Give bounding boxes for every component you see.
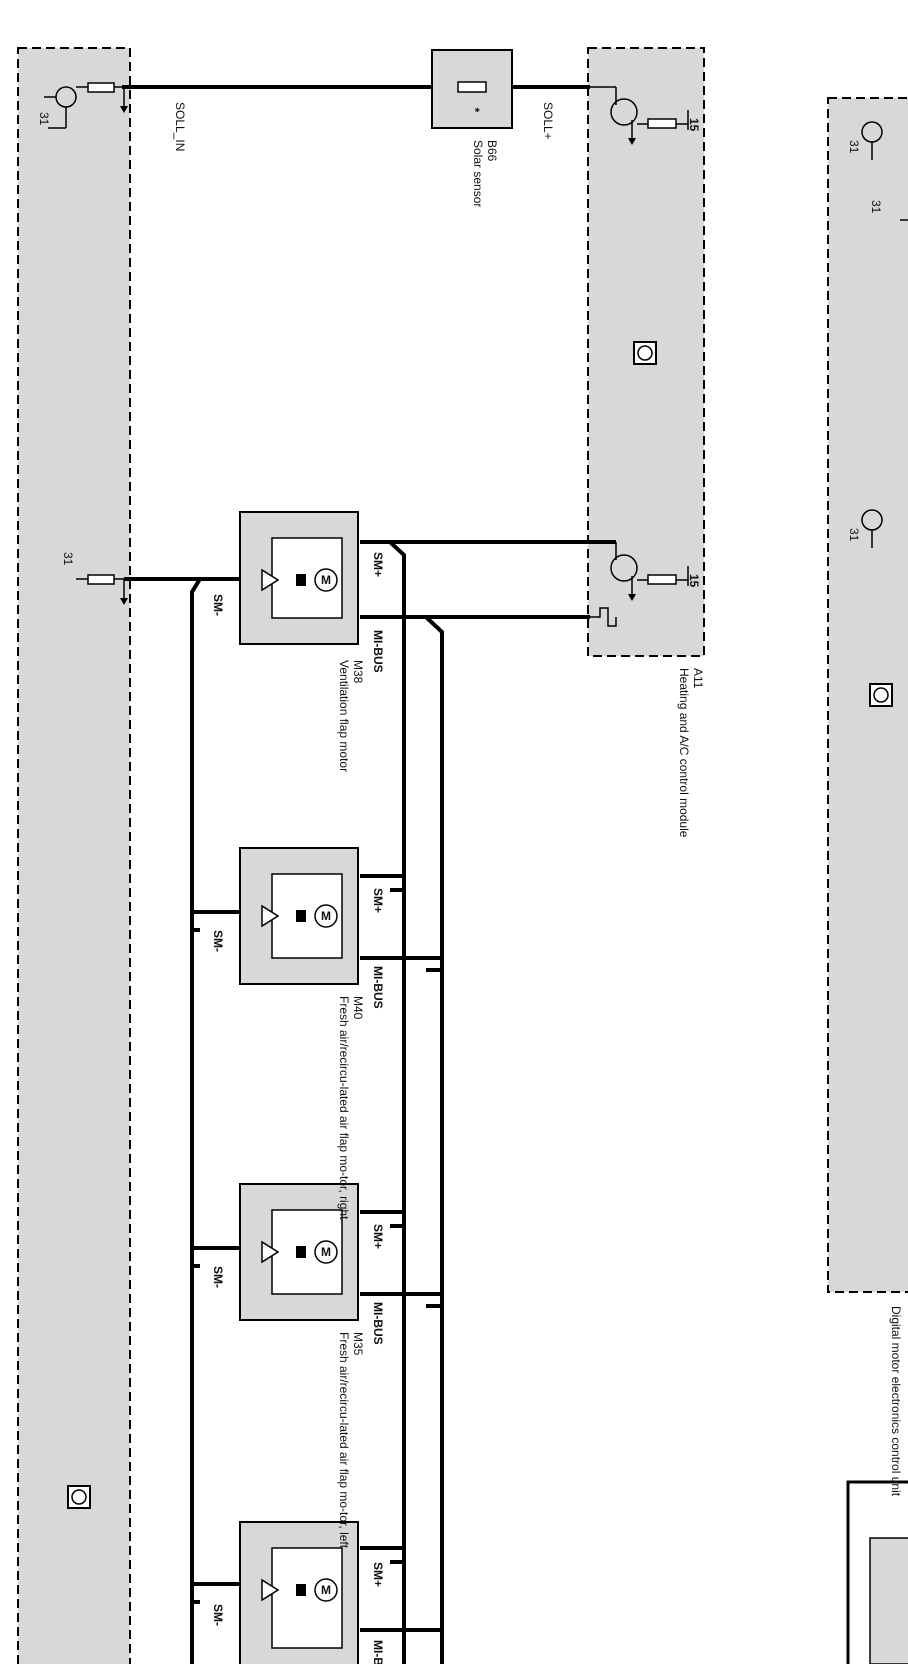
- m35-mi-bus-label: MI-BUS: [371, 1302, 385, 1345]
- soll-plus-label: SOLL+: [541, 102, 555, 140]
- motor4-sm-plus-label: SM+: [371, 1562, 385, 1587]
- motor4-sm-minus-label: SM-: [211, 1604, 225, 1626]
- m38-id: M38: [351, 660, 365, 684]
- left-ground-top-label: 31: [37, 112, 51, 126]
- m38-name: Ventilation flap motor: [337, 660, 351, 772]
- m35-id: M35: [351, 1332, 365, 1356]
- dme-ground-label-1: 31: [847, 140, 861, 154]
- svg-text:M: M: [321, 573, 331, 587]
- dme-ground-label-3: 31: [847, 528, 861, 542]
- heating-power-bottom-label: 15: [687, 574, 701, 588]
- partial-component-inner: [869, 1537, 908, 1664]
- partial-component: [846, 1480, 908, 1664]
- heating-module-ecu-icon: [633, 341, 657, 365]
- dme-module-name: Digital motor electronics control unit: [889, 1306, 903, 1497]
- sm-plus-bus: [360, 540, 406, 1664]
- m38-sm-plus-label: SM+: [371, 552, 385, 577]
- heating-module-id: A11: [691, 668, 705, 689]
- svg-text:M: M: [321, 1583, 331, 1597]
- svg-text:M: M: [321, 1245, 331, 1259]
- m40-name: Fresh air/recircu-lated air flap mo-tor,…: [337, 996, 351, 1220]
- left-module-ecu-icon: [67, 1485, 91, 1509]
- svg-text:M: M: [321, 909, 331, 923]
- soll-in-label: SOLL_IN: [173, 102, 187, 151]
- m35-name: Fresh air/recircu-lated air flap mo-tor,…: [337, 1332, 351, 1549]
- dme-ground-label-2: 31: [869, 200, 883, 214]
- solar-sensor-element: [457, 81, 487, 93]
- m40-sm-minus-label: SM-: [211, 930, 225, 952]
- motor-m38: M: [239, 511, 359, 645]
- motor4-mi-bus-label: MI-BUS: [371, 1640, 385, 1664]
- m40-mi-bus-label: MI-BUS: [371, 966, 385, 1009]
- sm-minus-bus: [190, 577, 240, 1664]
- mi-bus: [360, 615, 444, 1664]
- m40-id: M40: [351, 996, 365, 1020]
- m35-sm-plus-label: SM+: [371, 1224, 385, 1249]
- m35-sm-minus-label: SM-: [211, 1266, 225, 1288]
- solar-sensor-id: B66: [485, 140, 499, 162]
- dme-module-box: [827, 97, 908, 1293]
- left-module-box: [17, 47, 131, 1664]
- heating-module-input-top: [588, 86, 689, 145]
- left-module-input-top: [44, 82, 128, 129]
- motor-fourth: M: [239, 1521, 359, 1664]
- solar-sensor-star: *: [468, 108, 482, 113]
- left-ground-bottom-label: 31: [61, 552, 75, 566]
- dme-module-ecu-icon: [869, 683, 893, 707]
- motor-m40: M: [239, 847, 359, 985]
- heating-module-name: Heating and A/C control module: [677, 668, 691, 838]
- dme-module-inputs: [861, 121, 908, 548]
- left-module-input-bottom: [76, 574, 128, 605]
- m38-sm-minus-label: SM-: [211, 594, 225, 616]
- heating-power-top-label: 15: [687, 118, 701, 132]
- m40-sm-plus-label: SM+: [371, 888, 385, 913]
- m38-mi-bus-label: MI-BUS: [371, 630, 385, 673]
- solar-sensor-name: Solar sensor: [471, 140, 485, 207]
- motor-m35: M: [239, 1183, 359, 1321]
